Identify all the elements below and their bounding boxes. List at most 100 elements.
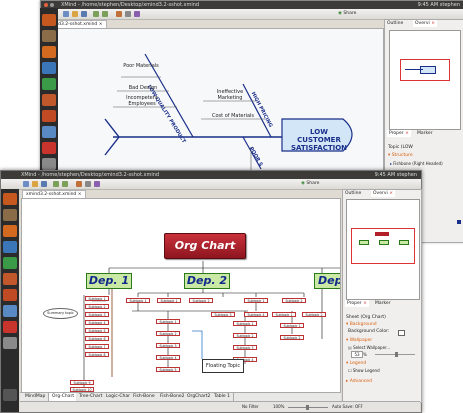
calc-icon[interactable] xyxy=(3,257,17,269)
fish-head-label[interactable]: LOW CUSTOMER SATISFACTION xyxy=(290,128,348,152)
background-color-swatch[interactable] xyxy=(398,330,405,336)
front-outline-tab[interactable]: Outline xyxy=(345,191,362,196)
opacity-value[interactable]: 53 xyxy=(351,351,363,358)
subtopic[interactable]: Subtopic 3 xyxy=(233,345,257,350)
subtopic[interactable]: Subtopic 6 xyxy=(85,336,109,341)
xmind-icon[interactable] xyxy=(3,321,17,333)
dash-icon[interactable] xyxy=(42,14,56,26)
subtopic[interactable]: Subtopic 1 xyxy=(272,312,296,317)
xmind-icon[interactable] xyxy=(42,142,56,154)
cause-poor-materials[interactable]: Poor Materials xyxy=(123,63,159,69)
subtopic[interactable]: Subtopic 2 xyxy=(233,333,257,338)
subtopic[interactable]: Subtopic 3 xyxy=(211,312,235,317)
boundary-icon[interactable] xyxy=(134,11,140,17)
back-overview-tab[interactable]: Overvi × xyxy=(413,20,437,27)
subtopic[interactable]: Subtopic 5 xyxy=(85,328,109,333)
subtopic[interactable]: Subtopic 1 xyxy=(280,323,304,328)
open-icon[interactable] xyxy=(72,11,78,17)
front-share-button[interactable]: ◉ Share xyxy=(301,181,320,186)
sheet-tab-0[interactable]: MindMap xyxy=(22,393,50,401)
subtopic[interactable]: Subtopic 1 xyxy=(126,298,150,303)
help-icon[interactable] xyxy=(42,126,56,138)
close-icon[interactable]: × xyxy=(77,192,82,197)
subtopic[interactable]: Subtopic 4 xyxy=(156,355,180,360)
subtopic[interactable]: Subtopic 2 xyxy=(156,331,180,336)
subtopic[interactable]: Subtopic 2 xyxy=(282,298,306,303)
subtopic[interactable]: Subtopic 1 xyxy=(157,298,181,303)
subtopic[interactable]: Subtopic 8 xyxy=(85,352,109,357)
back-structure-select[interactable]: ▸ Fishbone (Right Headed) xyxy=(390,161,443,166)
back-marker-tab[interactable]: Marker xyxy=(417,131,433,136)
topic-icon[interactable] xyxy=(116,11,122,17)
advanced-section-header[interactable]: ▸ Advanced xyxy=(346,379,372,384)
zoom-slider[interactable] xyxy=(288,405,328,410)
sheet-tab-6[interactable]: OrgChart2 xyxy=(184,393,215,401)
sheet-tab-1[interactable]: Org-Chart xyxy=(49,393,79,401)
department-2-topic[interactable]: Dep. 2 xyxy=(184,273,230,289)
subtopic[interactable]: Subtopic 3 xyxy=(85,312,109,317)
redo-icon[interactable] xyxy=(62,181,68,187)
subtopic[interactable]: Subtopic 10 xyxy=(70,387,94,392)
background-section-header[interactable]: ▾ Background xyxy=(346,322,377,327)
undo-icon[interactable] xyxy=(53,181,59,187)
subtopic[interactable]: Subtopic 2 xyxy=(280,335,304,340)
subtopic[interactable]: Subtopic 1 xyxy=(85,296,109,301)
subtopic[interactable]: Subtopic 7 xyxy=(85,344,109,349)
zoom-level[interactable]: 100% xyxy=(273,404,285,409)
opacity-slider[interactable] xyxy=(375,352,415,357)
cause-bad-design[interactable]: Bad Design xyxy=(128,85,158,91)
subtopic[interactable]: Subtopic 5 xyxy=(156,367,180,372)
select-wallpaper-button[interactable]: ▤ Select Wallpaper... xyxy=(348,345,391,350)
files-icon[interactable] xyxy=(3,209,17,221)
front-properties-tab[interactable]: Proper × xyxy=(345,300,369,307)
subtopic[interactable]: Subtopic 9 xyxy=(70,380,94,385)
front-overview-thumbnail[interactable] xyxy=(346,199,420,300)
window-controls[interactable] xyxy=(44,2,58,8)
redo-icon[interactable] xyxy=(102,11,108,17)
software-center-icon[interactable] xyxy=(3,289,17,301)
front-overview-tab[interactable]: Overvi × xyxy=(371,190,395,197)
subtopic[interactable]: Subtopic 1 xyxy=(233,321,257,326)
back-outline-tab[interactable]: Outline xyxy=(387,21,404,26)
subtopic[interactable]: Subtopic 2 xyxy=(302,312,326,317)
new-icon[interactable] xyxy=(63,11,69,17)
relationship-icon[interactable] xyxy=(85,181,91,187)
calc-icon[interactable] xyxy=(42,78,56,90)
opacity-slider-thumb[interactable] xyxy=(395,352,398,357)
filter-status[interactable]: No Filter xyxy=(242,404,259,409)
settings-icon[interactable] xyxy=(42,158,56,170)
opacity-stepper[interactable]: 53% xyxy=(351,351,367,358)
save-icon[interactable] xyxy=(81,11,87,17)
back-share-button[interactable]: ◉ Share xyxy=(338,11,357,16)
subtopic[interactable]: Subtopic 3 xyxy=(156,343,180,348)
subtopic[interactable]: Subtopic 2 xyxy=(189,298,213,303)
org-root-topic[interactable]: Org Chart xyxy=(164,233,246,259)
firefox-icon[interactable] xyxy=(42,46,56,58)
cause-incompetent-employees[interactable]: Incompetent Employees xyxy=(126,95,158,107)
subtopic[interactable]: Subtopic 2 xyxy=(85,304,109,309)
legend-section-header[interactable]: ▾ Legend xyxy=(346,361,367,366)
boundary-icon[interactable] xyxy=(94,181,100,187)
subtopic[interactable]: Subtopic 4 xyxy=(244,312,268,317)
settings-icon[interactable] xyxy=(3,337,17,349)
office-icon[interactable] xyxy=(42,62,56,74)
floating-topic[interactable]: Floating Topic xyxy=(202,359,244,373)
files-icon[interactable] xyxy=(42,30,56,42)
dash-icon[interactable] xyxy=(3,193,17,205)
software-center-icon[interactable] xyxy=(42,110,56,122)
new-icon[interactable] xyxy=(23,181,29,187)
cause-cost-of-materials[interactable]: Cost of Materials xyxy=(211,113,255,119)
close-icon[interactable]: × xyxy=(98,22,103,27)
summary-topic[interactable]: Summary topic xyxy=(43,308,78,319)
front-editor-tab[interactable]: xmind3.2-sshot.xmind × xyxy=(22,190,86,198)
department-3-topic[interactable]: Dep. xyxy=(314,273,340,289)
front-canvas[interactable]: Org Chart Dep. 1 Dep. 2 Dep. Summary top… xyxy=(21,198,341,393)
open-icon[interactable] xyxy=(32,181,38,187)
color-swatch[interactable] xyxy=(457,220,461,224)
firefox-icon[interactable] xyxy=(3,225,17,237)
sheet-tab-7[interactable]: Table 1 xyxy=(211,393,234,401)
office-icon[interactable] xyxy=(3,241,17,253)
subtopic[interactable]: Subtopic 1 xyxy=(244,298,268,303)
fish-head[interactable] xyxy=(281,118,353,152)
sheet-tab-4[interactable]: Fish-Bone xyxy=(130,393,159,401)
